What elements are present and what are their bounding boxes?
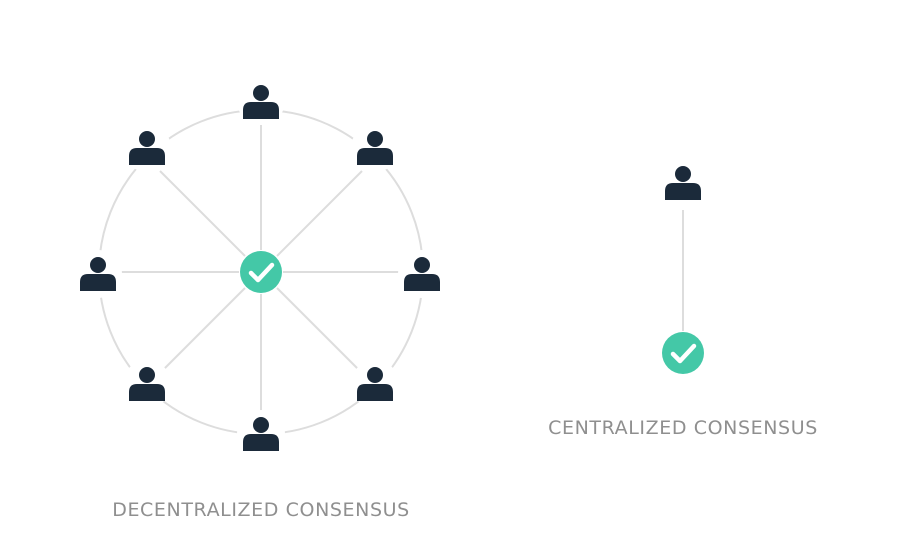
spoke-bottom-right [276, 287, 363, 374]
centralized-participant [665, 166, 701, 200]
centralized-caption: CENTRALIZED CONSENSUS [548, 417, 818, 439]
check-circle-icon [240, 251, 282, 293]
spoke-top-left [159, 170, 246, 257]
check-circle-icon [662, 332, 704, 374]
decentralized-spokes [119, 125, 403, 419]
user-icon [665, 166, 701, 200]
spoke-top-right [276, 170, 363, 257]
spoke-bottom-left [159, 287, 246, 374]
decentralized-caption: DECENTRALIZED CONSENSUS [112, 499, 410, 521]
